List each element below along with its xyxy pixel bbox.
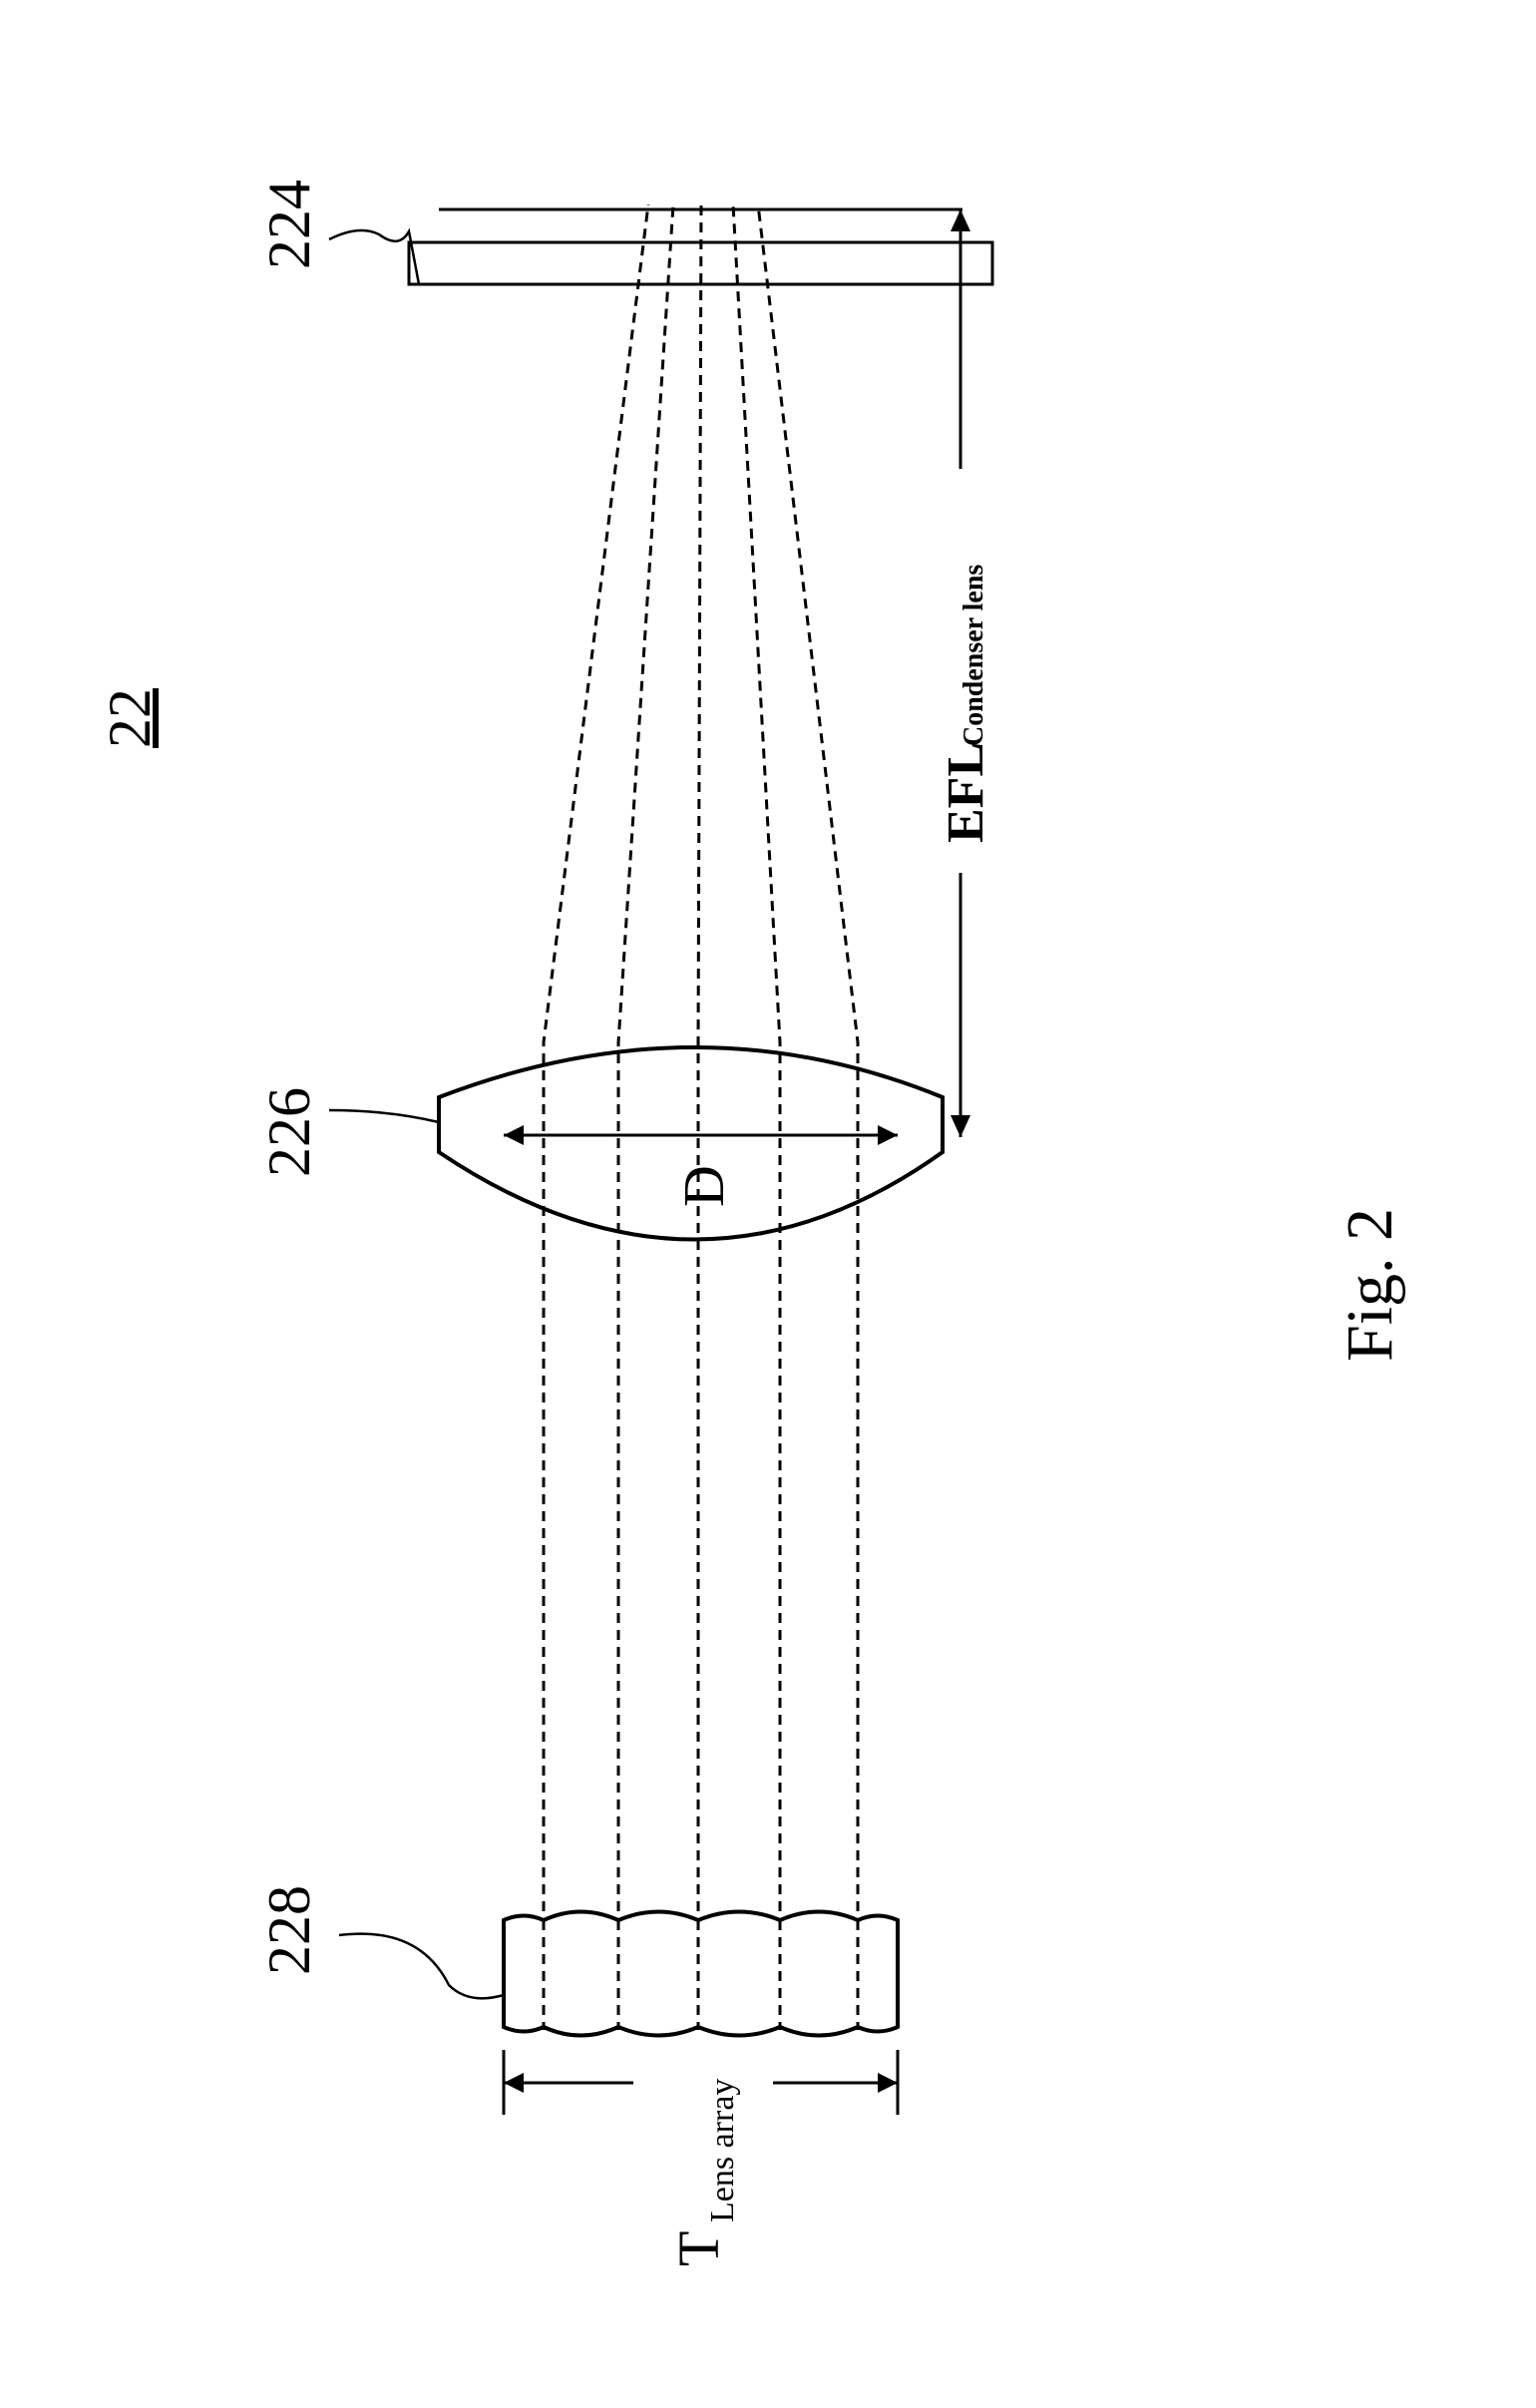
figure-caption: Fig. 2	[1334, 1208, 1406, 1362]
ray-1	[544, 204, 648, 2030]
ray-5	[758, 204, 858, 2030]
light-rays	[544, 204, 858, 2030]
ref-224: 228	[256, 1885, 322, 1975]
thickness-dimension	[504, 2050, 898, 2115]
condenser-lens-body	[439, 1047, 943, 1240]
ref-228: 224	[256, 180, 322, 269]
ray-2	[618, 204, 673, 2030]
lens-array-body	[504, 1912, 898, 2036]
thickness-sublabel: Lens array	[704, 2079, 741, 2222]
figure-number: 22	[97, 688, 163, 748]
ray-3	[698, 204, 701, 2030]
leader-224	[339, 1934, 504, 1999]
diameter-label: D	[671, 1165, 736, 1207]
lens-array	[504, 1912, 898, 2036]
ray-4	[733, 204, 780, 2030]
efl-label: EFL	[938, 742, 994, 843]
thickness-label: T	[666, 2231, 731, 2266]
condenser-lens	[439, 1047, 943, 1240]
ref-226: 226	[256, 1087, 322, 1177]
diameter-dimension	[504, 1125, 898, 1145]
leader-226	[329, 1110, 439, 1122]
efl-sublabel: Condenser lens	[959, 565, 989, 746]
leader-228	[329, 230, 419, 284]
